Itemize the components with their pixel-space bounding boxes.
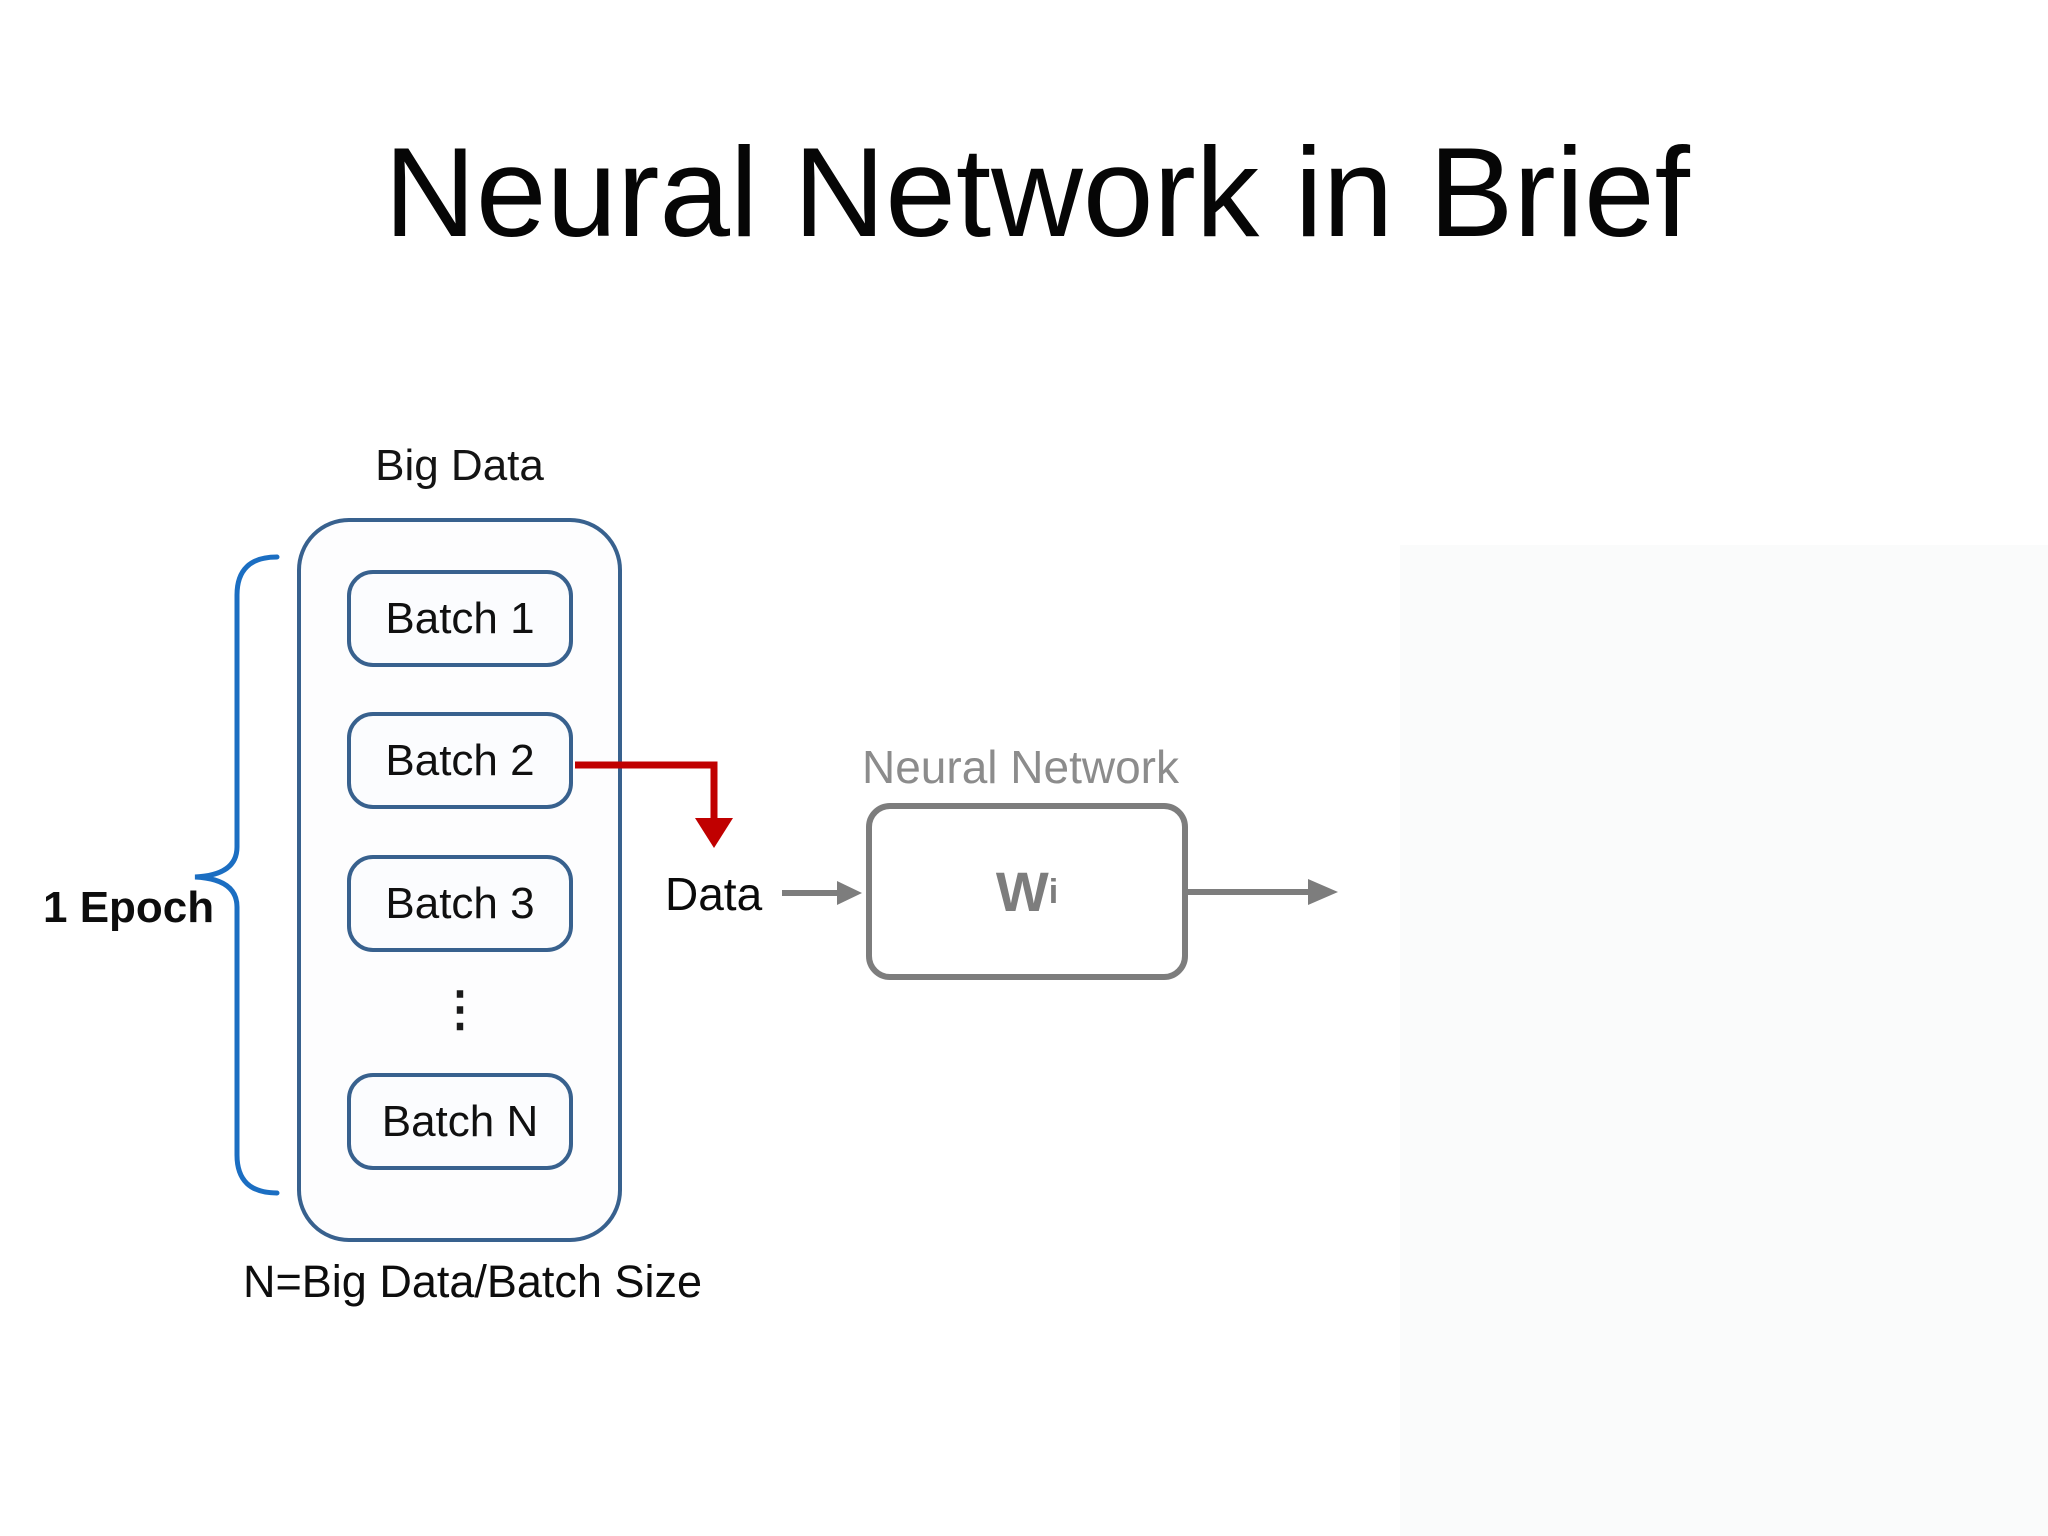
weight-subscript: i	[1048, 872, 1059, 911]
batch-3-label: Batch 3	[385, 878, 535, 928]
epoch-brace-icon	[194, 554, 280, 1196]
neural-network-label: Neural Network	[862, 741, 1179, 793]
batch-2-box: Batch 2	[347, 712, 573, 809]
formula-label: N=Big Data/Batch Size	[243, 1256, 702, 1307]
slide-title: Neural Network in Brief	[384, 121, 1690, 263]
network-output-arrow-icon	[1188, 879, 1338, 905]
batch2-to-data-red-arrow-icon	[575, 761, 733, 848]
batch-1-label: Batch 1	[385, 593, 535, 643]
batch-3-box: Batch 3	[347, 855, 573, 952]
big-data-label: Big Data	[375, 441, 544, 490]
vertical-ellipsis-icon: ⋮	[436, 983, 484, 1036]
data-label: Data	[665, 868, 763, 920]
data-to-network-arrow-icon	[782, 881, 862, 905]
batch-1-box: Batch 1	[347, 570, 573, 667]
batch-n-box: Batch N	[347, 1073, 573, 1170]
batch-2-label: Batch 2	[385, 735, 535, 785]
weight-symbol: W	[995, 859, 1049, 923]
background-tint-region	[1400, 545, 2048, 1536]
epoch-label: 1 Epoch	[43, 883, 215, 932]
batch-n-label: Batch N	[381, 1096, 539, 1146]
